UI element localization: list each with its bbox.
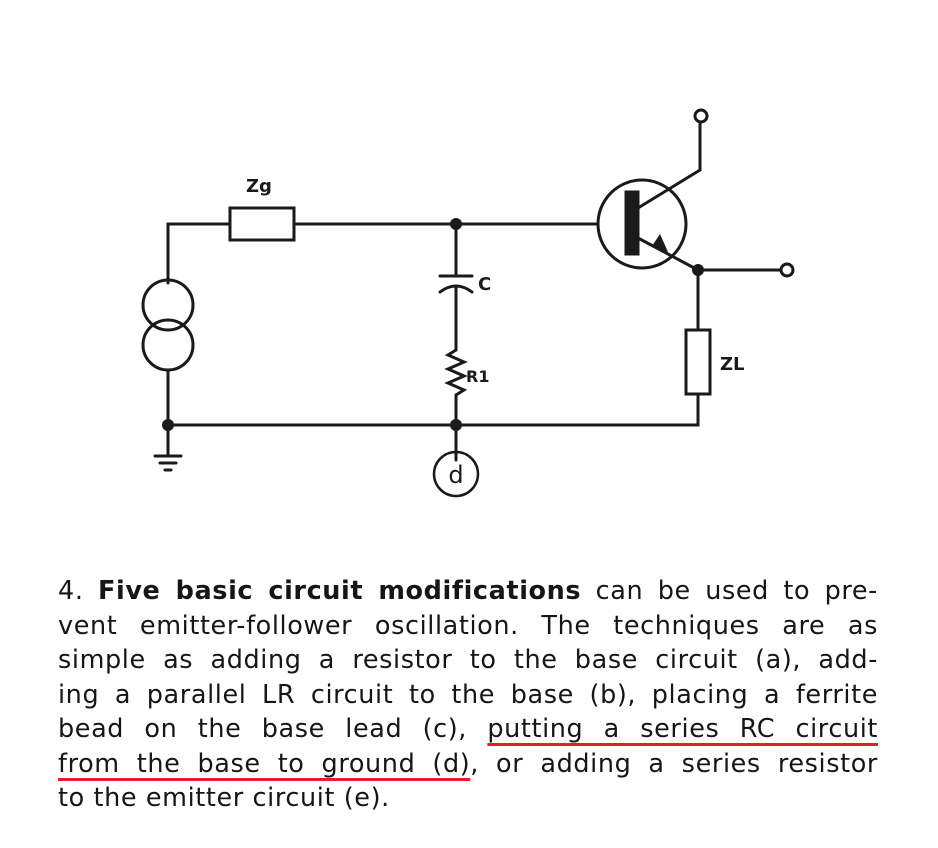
junction-emitter <box>692 264 704 276</box>
transistor-icon <box>596 168 702 272</box>
caption-line-1: 4. Five basic circuit modifications can … <box>58 574 878 609</box>
ground-icon <box>153 454 183 472</box>
node-d-circle <box>432 450 480 498</box>
source-impedance-box <box>228 206 296 242</box>
wire-top-left <box>166 222 232 285</box>
caption-line6-rest: , or adding a series resistor <box>470 748 878 779</box>
caption-number: 4. <box>58 576 84 606</box>
caption-line-3: simple as adding a resistor to the base … <box>58 645 878 675</box>
resistor-zigzag-icon <box>444 348 468 397</box>
caption-line1-rest: can be used to pre- <box>581 576 878 606</box>
caption-line-5: bead on the base lead (c), putting a ser… <box>58 712 878 747</box>
label-r1: R1 <box>466 367 489 386</box>
wire-bottom <box>166 392 700 427</box>
figure-caption: 4. Five basic circuit modifications can … <box>58 574 878 816</box>
caption-line-4: ing a parallel LR circuit to the base (b… <box>58 679 878 710</box>
caption-line-2: vent emitter-follower oscillation. The t… <box>58 610 878 641</box>
caption-line5-pre: bead on the base lead (c), <box>58 714 488 744</box>
caption-bold: Five basic circuit modifications <box>97 576 582 606</box>
label-c: C <box>478 274 491 295</box>
caption-line-7: to the emitter circuit (e). <box>58 783 390 813</box>
label-zl: ZL <box>720 354 745 375</box>
circuit-diagram: Zg C R1 ZL d <box>141 108 795 498</box>
ac-source-icon <box>141 278 195 372</box>
junction-rc <box>450 419 462 431</box>
caption-highlight-2: from the base to ground (d) <box>58 748 471 779</box>
collector-terminal <box>693 108 709 124</box>
junction-ground <box>162 419 174 431</box>
label-zg: Zg <box>246 176 272 197</box>
output-terminal <box>779 262 795 278</box>
caption-line-6: from the base to ground (d), or adding a… <box>58 747 878 782</box>
junction-base <box>450 218 462 230</box>
load-impedance-box <box>684 328 712 396</box>
label-d: d <box>448 461 463 489</box>
caption-highlight-1: putting a series RC circuit <box>487 714 878 744</box>
